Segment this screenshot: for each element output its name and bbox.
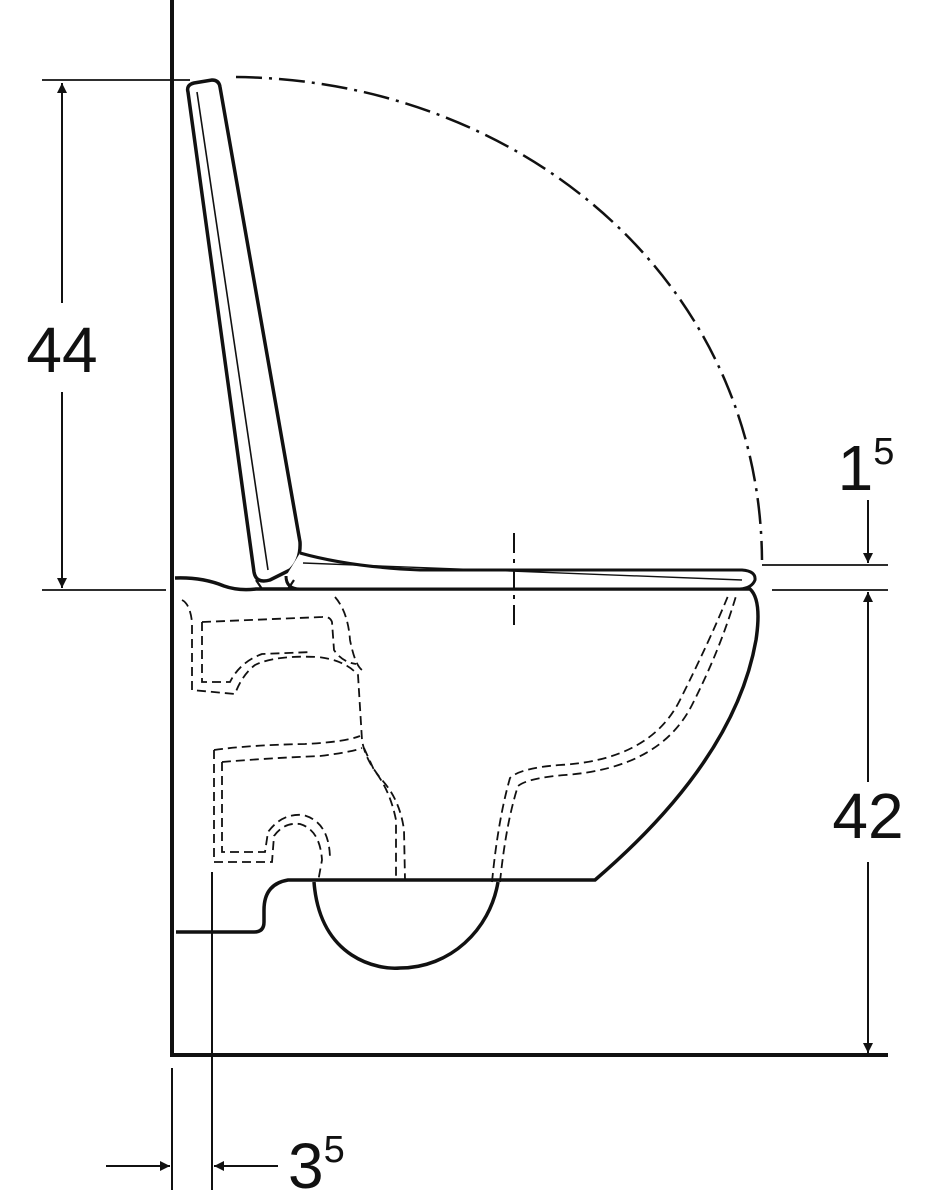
- trap-mid-outer: [213, 735, 361, 751]
- trap-outlet-right: [363, 747, 397, 880]
- wall-offset-base: 3: [288, 1130, 324, 1198]
- lid-swing-arc: [235, 75, 764, 561]
- mount-height-label: 42: [832, 780, 903, 852]
- trap-riser-outer: [334, 596, 363, 671]
- trap-mid-inner: [221, 747, 363, 763]
- trap-upper-left: [181, 599, 406, 881]
- bowl-outer-shape: [174, 576, 760, 934]
- lid-outline: [185, 78, 302, 583]
- lid-height-label: 44: [26, 314, 97, 386]
- trap-lower-inner: [221, 762, 331, 861]
- seat-inner-line: [302, 562, 743, 581]
- bowl-inner-wall-outer: [491, 595, 729, 883]
- toilet-lid: [185, 78, 302, 583]
- internal-trap-hidden-lines: [181, 595, 737, 883]
- toilet-bowl: [174, 576, 760, 970]
- wall-offset-label: 35: [288, 1129, 345, 1198]
- extension-lines: [42, 79, 888, 591]
- seat-thickness-sup: 5: [873, 431, 894, 473]
- wall-and-floor: [170, 0, 888, 1057]
- bowl-inner-wall-inner: [499, 595, 737, 883]
- seat-thickness-base: 1: [838, 432, 874, 504]
- hinge: [255, 579, 295, 591]
- trap-lower-outer: [213, 750, 323, 883]
- wall-offset-sup: 5: [324, 1129, 345, 1171]
- seat-thickness-label: 15: [838, 431, 895, 504]
- bowl-base-curve: [312, 881, 500, 970]
- trap-upper-bracket: [201, 615, 357, 665]
- trap-upper-inner: [201, 622, 313, 683]
- lid-inner-line: [196, 91, 269, 571]
- toilet-seat: [255, 551, 757, 591]
